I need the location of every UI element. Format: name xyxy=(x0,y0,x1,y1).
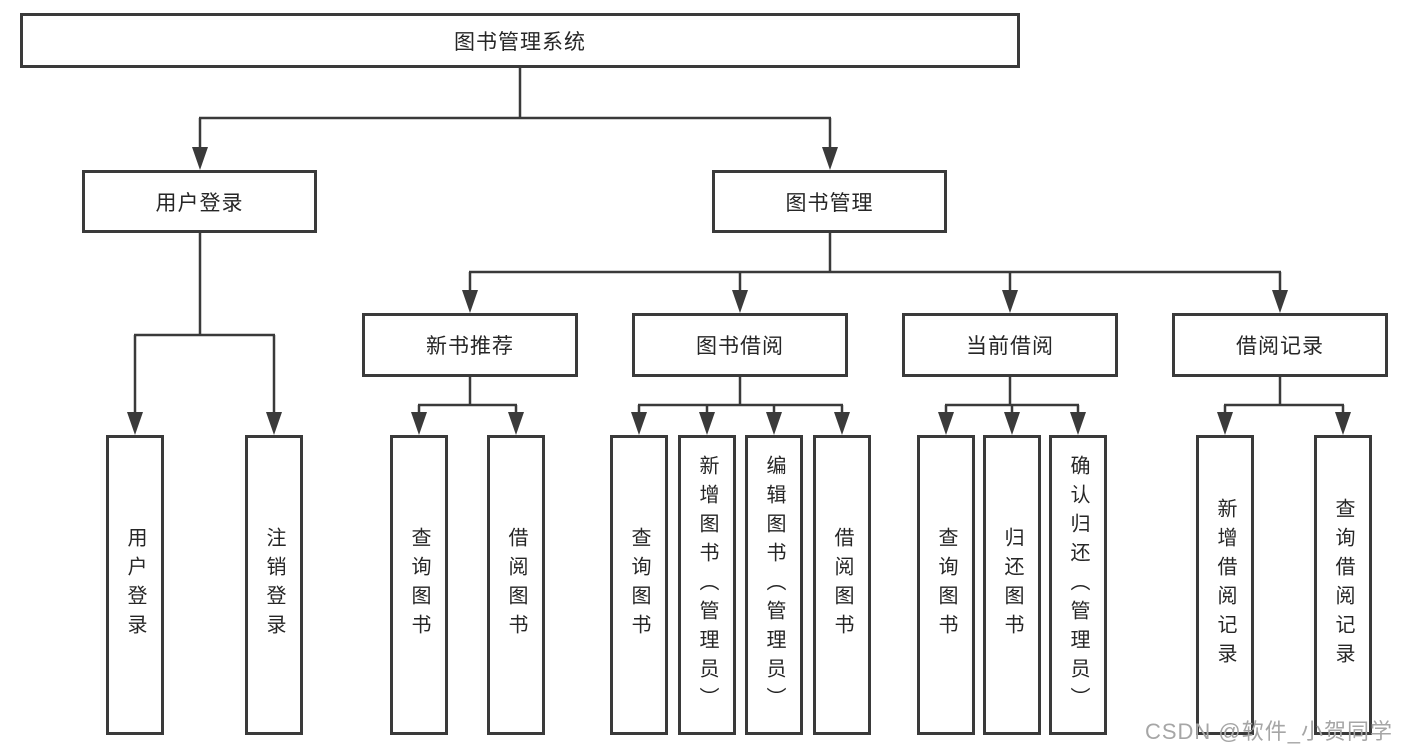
leaf-query-borrow-record: 查询借阅记录 xyxy=(1314,435,1372,735)
leaf-logout: 注销登录 xyxy=(245,435,303,735)
node-user-login: 用户登录 xyxy=(82,170,317,233)
edge-borrow-records xyxy=(1223,377,1345,416)
node-new-book-recommendation: 新书推荐 xyxy=(362,313,578,377)
node-current-borrowing: 当前借阅 xyxy=(902,313,1118,377)
node-book-borrowing: 图书借阅 xyxy=(632,313,848,377)
edge-root xyxy=(198,68,832,150)
leaf-edit-book-admin-label: 编辑图书（管理员） xyxy=(763,454,785,716)
leaf-return-books: 归还图书 xyxy=(983,435,1041,735)
leaf-query-books-current-label: 查询图书 xyxy=(935,527,957,643)
edge-book-borrow xyxy=(637,377,844,416)
edge-book-management xyxy=(468,233,1282,293)
leaf-query-books-borrow-label: 查询图书 xyxy=(628,527,650,643)
leaf-query-borrow-record-label: 查询借阅记录 xyxy=(1332,498,1354,672)
leaf-return-books-label: 归还图书 xyxy=(1001,527,1023,643)
leaf-edit-book-admin: 编辑图书（管理员） xyxy=(745,435,803,735)
leaf-query-books-current: 查询图书 xyxy=(917,435,975,735)
leaf-user-login: 用户登录 xyxy=(106,435,164,735)
edge-user-login xyxy=(133,233,276,415)
node-borrowing-records: 借阅记录 xyxy=(1172,313,1388,377)
leaf-query-books-recommend-label: 查询图书 xyxy=(408,527,430,643)
leaf-logout-label: 注销登录 xyxy=(263,527,285,643)
node-book-management: 图书管理 xyxy=(712,170,947,233)
leaf-borrow-books-recommend-label: 借阅图书 xyxy=(505,527,527,643)
node-library-management-system: 图书管理系统 xyxy=(20,13,1020,68)
leaf-borrow-books-recommend: 借阅图书 xyxy=(487,435,545,735)
leaf-confirm-return-admin: 确认归还（管理员） xyxy=(1049,435,1107,735)
leaf-user-login-label: 用户登录 xyxy=(124,527,146,643)
edge-new-book xyxy=(417,377,518,416)
leaf-add-borrow-record-label: 新增借阅记录 xyxy=(1214,498,1236,672)
edge-current-borrow xyxy=(944,377,1080,416)
leaf-query-books-borrow: 查询图书 xyxy=(610,435,668,735)
leaf-add-book-admin-label: 新增图书（管理员） xyxy=(696,454,718,716)
leaf-confirm-return-admin-label: 确认归还（管理员） xyxy=(1067,454,1089,716)
leaf-query-books-recommend: 查询图书 xyxy=(390,435,448,735)
leaf-add-book-admin: 新增图书（管理员） xyxy=(678,435,736,735)
leaf-add-borrow-record: 新增借阅记录 xyxy=(1196,435,1254,735)
leaf-borrow-books: 借阅图书 xyxy=(813,435,871,735)
csdn-watermark: CSDN @软件_小贺同学 xyxy=(1144,719,1393,744)
leaf-borrow-books-label: 借阅图书 xyxy=(831,527,853,643)
